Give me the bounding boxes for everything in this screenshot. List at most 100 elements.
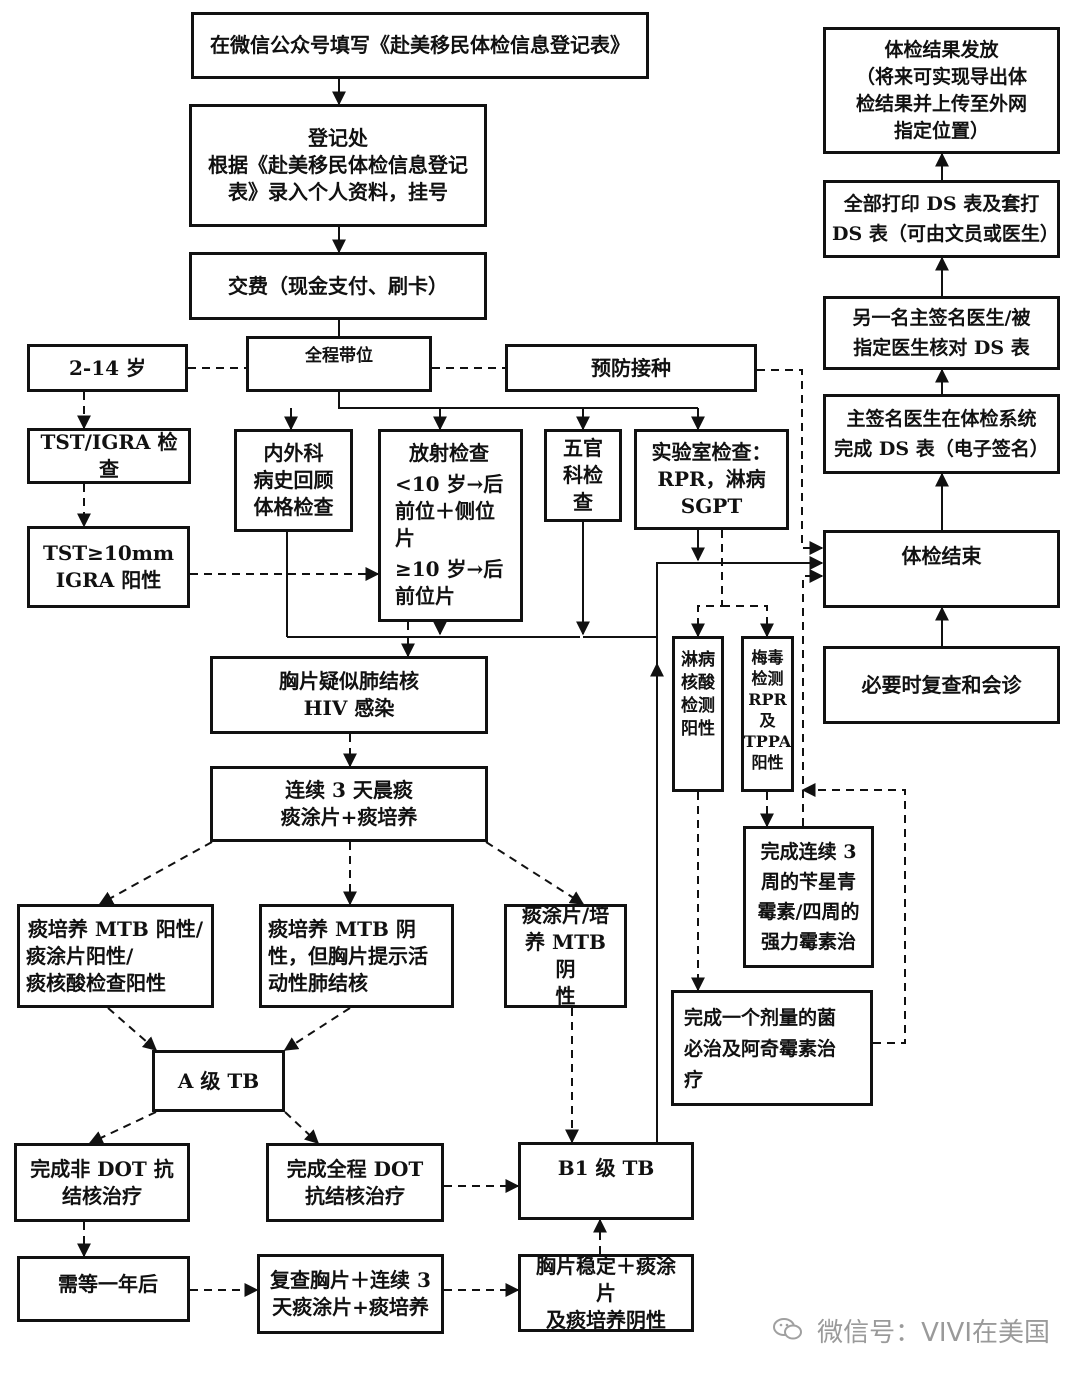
node-line: 淋病 <box>681 650 715 670</box>
node-line: 连续 3 天晨痰 <box>285 778 413 802</box>
node-line: RPR，淋病 <box>657 467 766 491</box>
node-results-release: 体检结果发放 （将来可实现导出体 检结果并上传至外网 指定位置） <box>823 27 1060 154</box>
node-line: 霉素/四周的 <box>757 901 860 923</box>
node-label: 体检结束 <box>901 544 982 568</box>
node-escort: 全程带位 <box>246 336 432 392</box>
node-exam-end: 体检结束 <box>823 530 1060 608</box>
node-line: IGRA 阳性 <box>55 568 162 592</box>
node-gonorrhea-positive: 淋病 核酸 检测 阳性 <box>672 636 724 792</box>
node-smear-negative: 痰涂片/培 养 MTB 阴 性 <box>504 903 627 1008</box>
node-line: SGPT <box>680 494 743 518</box>
node-line: TST≥10mm <box>42 541 175 565</box>
link-to-exam-end <box>656 556 824 1144</box>
node-line: 放射检查 <box>409 441 489 465</box>
node-line: 五官 <box>563 436 603 460</box>
node-line: 指定医生核对 DS 表 <box>853 337 1030 359</box>
node-label: 2-14 岁 <box>68 355 146 380</box>
node-line: DS 表（可由文员或医生） <box>832 223 1059 245</box>
node-line: 周的苄星青 <box>760 871 856 893</box>
node-line: 必治及阿奇霉素治 <box>684 1038 837 1060</box>
node-line: 检结果并上传至外网 <box>855 92 1027 115</box>
node-age-2-14: 2-14 岁 <box>27 344 188 392</box>
link-mtb-negative-to-a <box>283 1007 351 1051</box>
node-tst-igra: TST/IGRA 检查 <box>27 428 191 484</box>
node-penicillin: 完成连续 3 周的苄星青 霉素/四周的 强力霉素治 <box>743 826 874 968</box>
node-registration: 登记处 根据《赴美移民体检信息登记 表》录入个人资料，挂号 <box>189 104 487 227</box>
node-line: 完成一个剂量的菌 <box>684 1007 837 1029</box>
node-chest-suspect: 胸片疑似肺结核 HIV 感染 <box>210 656 488 734</box>
node-vaccination: 预防接种 <box>505 344 757 392</box>
node-line: 养 MTB 阴 <box>525 930 606 981</box>
node-line: 前位＋侧位 <box>395 499 495 523</box>
link-lab-split-right <box>722 605 774 638</box>
node-full-dot: 完成全程 DOT 抗结核治疗 <box>266 1143 444 1222</box>
node-wechat-form: 在微信公众号填写《赴美移民体检信息登记表》 <box>191 12 649 79</box>
node-line: 查 <box>573 490 593 514</box>
node-line: 胸片稳定＋痰涂片 <box>536 1253 676 1305</box>
node-recheck-consult: 必要时复查和会诊 <box>823 646 1060 724</box>
node-label: A 级 TB <box>177 1068 260 1093</box>
node-line: 内外科 <box>263 441 324 465</box>
node-line: HIV 感染 <box>303 696 395 720</box>
node-line: 及痰培养阴性 <box>546 1307 666 1332</box>
link-sputum-to-smear-negative <box>485 841 585 905</box>
node-ceftriaxone: 完成一个剂量的菌 必治及阿奇霉素治 疗 <box>671 990 873 1106</box>
node-line: 复查胸片＋连续 3 <box>270 1268 431 1292</box>
node-line: <10 岁→后 <box>395 472 504 496</box>
node-line: 痰培养 MTB 阴 <box>268 916 416 941</box>
node-lab: 实验室检查： RPR，淋病 SGPT <box>634 429 789 530</box>
node-line: 阳性 <box>751 753 784 772</box>
node-line: 胸片疑似肺结核 <box>279 669 419 693</box>
node-line: 痰核酸检查阳性 <box>26 970 166 995</box>
node-line: 疗 <box>684 1069 704 1091</box>
node-line: 主签名医生在体检系统 <box>846 408 1037 430</box>
node-line: 病史回顾 <box>253 468 334 492</box>
node-tst-positive: TST≥10mm IGRA 阳性 <box>27 526 190 608</box>
link-lab-split <box>691 530 723 638</box>
node-payment: 交费（现金支付、刷卡） <box>189 252 487 320</box>
node-line: 科检 <box>563 463 603 487</box>
node-label: 需等一年后 <box>58 1272 158 1296</box>
node-line: 天痰涂片+痰培养 <box>272 1295 429 1319</box>
node-line: TPPA <box>743 732 792 751</box>
node-ent: 五官 科检 查 <box>544 429 622 522</box>
link-a-to-full-dot <box>284 1111 320 1144</box>
node-line: 完成全程 DOT <box>286 1156 424 1181</box>
watermark: 微信号：VIVI在美国 <box>772 1312 1050 1349</box>
link-penicillin-to-end <box>802 569 824 826</box>
node-radiology: 放射检查 <10 岁→后 前位＋侧位 片 ≥10 岁→后 前位片 <box>378 429 523 622</box>
node-line: 痰培养 MTB 阳性/ <box>27 916 204 941</box>
node-line: （将来可实现导出体 <box>855 65 1027 88</box>
node-line: 另一名主签名医生/被 <box>852 307 1031 329</box>
watermark-text: 微信号：VIVI在美国 <box>817 1318 1050 1348</box>
node-label: 在微信公众号填写《赴美移民体检信息登记表》 <box>210 33 630 57</box>
node-line: 前位片 <box>395 584 455 608</box>
node-line: 登记处 <box>308 126 368 150</box>
node-line: 性 <box>555 984 576 1008</box>
node-line: 强力霉素治 <box>760 931 856 953</box>
node-main-doctor: 主签名医生在体检系统 完成 DS 表（电子签名） <box>823 394 1060 474</box>
node-line: 实验室检查： <box>651 440 772 464</box>
node-line: 完成非 DOT 抗 <box>30 1156 174 1181</box>
node-sputum-3days: 连续 3 天晨痰 痰涂片+痰培养 <box>210 766 488 842</box>
node-print-ds: 全部打印 DS 表及套打 DS 表（可由文员或医生） <box>823 180 1060 258</box>
node-class-a-tb: A 级 TB <box>152 1050 285 1112</box>
node-medical-history: 内外科 病史回顾 体格检查 <box>234 429 353 532</box>
link-ceftriaxone-loop <box>801 783 906 1044</box>
wechat-icon <box>772 1317 803 1348</box>
node-line: 阳性 <box>681 719 715 739</box>
node-line: 抗结核治疗 <box>305 1183 405 1208</box>
link-sputum-to-mtb-positive <box>98 841 213 905</box>
node-syphilis-positive: 梅毒 检测 RPR 及 TPPA 阳性 <box>741 636 794 792</box>
node-line: 动性肺结核 <box>268 970 368 995</box>
node-line: 核酸 <box>681 673 715 693</box>
node-line: 结核治疗 <box>62 1183 142 1208</box>
node-line: RPR <box>748 690 787 709</box>
node-mtb-negative-active: 痰培养 MTB 阴 性，但胸片提示活 动性肺结核 <box>259 904 454 1008</box>
node-line: 片 <box>395 526 415 550</box>
node-line: 痰涂片+痰培养 <box>280 805 418 829</box>
node-label: 全程带位 <box>305 346 373 366</box>
node-label: TST/IGRA 检查 <box>40 430 178 481</box>
